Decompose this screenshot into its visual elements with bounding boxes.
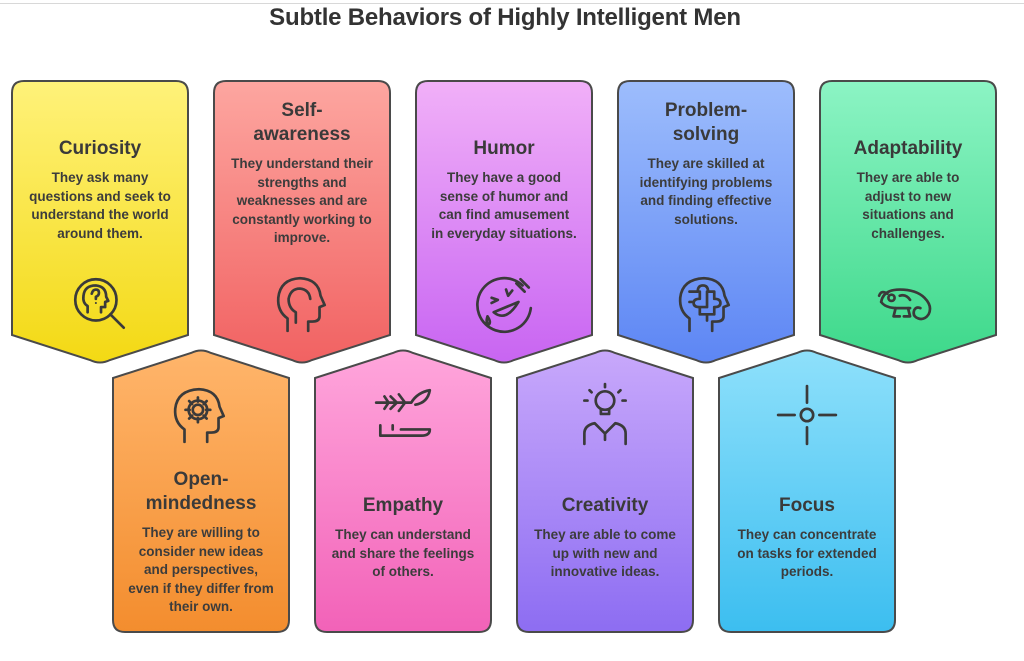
olive-branch-hand-icon [368, 380, 438, 450]
puzzle-head-icon [671, 269, 741, 339]
chameleon-icon [873, 269, 943, 339]
card-description: They are skilled at identifying problems… [639, 156, 773, 227]
lightbulb-person-icon [570, 380, 640, 450]
card-description: They can understand and share the feelin… [331, 527, 475, 579]
card-heading: Curiosity [58, 138, 142, 159]
card-heading: Focus [779, 495, 835, 516]
card-shape [314, 349, 492, 633]
card-description: They are able to come up with new and in… [534, 527, 676, 579]
card-shape [415, 80, 593, 364]
card-shape [617, 80, 795, 364]
card-heading: Problem-solving [664, 100, 748, 145]
head-profile-icon [267, 269, 337, 339]
card-shape [213, 80, 391, 364]
card-heading: Adaptability [853, 138, 963, 159]
card-description: They are willing to consider new ideas a… [128, 525, 274, 614]
card-description: They have a good sense of humor and can … [431, 170, 577, 241]
card-heading: Self-awareness [253, 100, 351, 145]
card-description: They can concentrate on tasks for extend… [737, 527, 877, 579]
card-heading: Open-mindedness [145, 469, 257, 514]
card-shape [516, 349, 694, 633]
card-description: They are able to adjust to new situation… [856, 170, 960, 241]
card-description: They ask many questions and seek to unde… [29, 170, 171, 241]
card-description: They understand their strengths and weak… [231, 156, 373, 245]
card-shape [11, 80, 189, 364]
card-heading: Empathy [362, 495, 444, 516]
card-shape [718, 349, 896, 633]
head-gear-icon [166, 380, 236, 450]
card-shape [112, 349, 290, 633]
head-question-magnifier-icon [65, 269, 135, 339]
laughing-face-icon [469, 269, 539, 339]
card-shape [819, 80, 997, 364]
card-heading: Humor [473, 138, 535, 159]
crosshair-icon [772, 380, 842, 450]
top-divider [0, 3, 1024, 4]
card-heading: Creativity [561, 495, 649, 516]
page-title: Subtle Behaviors of Highly Intelligent M… [269, 4, 741, 31]
